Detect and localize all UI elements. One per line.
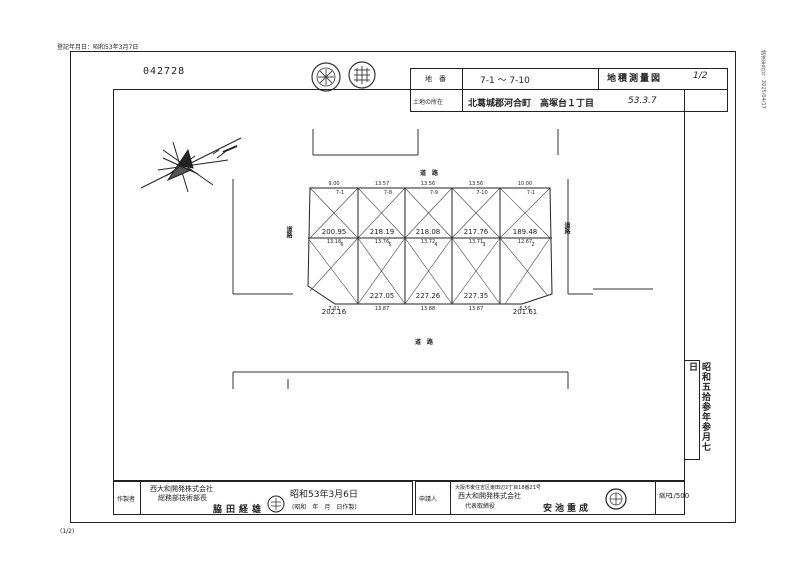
lot-area: 202.16 bbox=[322, 308, 347, 316]
maker-divider bbox=[140, 481, 141, 515]
dimension-top: 13.56 bbox=[421, 181, 435, 187]
applicant-label: 申請人 bbox=[419, 496, 438, 503]
outer-frame bbox=[70, 51, 736, 523]
lot-value: 7-1 〜 7-10 bbox=[480, 76, 530, 86]
request-date-note: 請求年月日：2025/04/17 bbox=[760, 50, 766, 109]
lot-id: 6 bbox=[340, 242, 343, 248]
seal-left bbox=[311, 62, 341, 92]
road-lines bbox=[232, 129, 653, 389]
dimension-top: 13.56 bbox=[469, 181, 483, 187]
lot-area: 218.08 bbox=[416, 228, 441, 236]
lot-area: 201.61 bbox=[513, 308, 538, 316]
road-label-right: 道路 bbox=[563, 222, 570, 234]
scale-label: 縮尺 bbox=[659, 493, 672, 500]
handwritten-date: 53.3.7 bbox=[628, 96, 657, 106]
lot-area: 200.95 bbox=[322, 228, 347, 236]
lot-id: 7-9 bbox=[430, 190, 438, 196]
serial-number: 042728 bbox=[143, 66, 186, 77]
dimension-mid: 13.71 bbox=[469, 239, 483, 245]
maker-block bbox=[113, 481, 413, 515]
lot-id: 7-1 bbox=[527, 190, 535, 196]
made-date: 昭和53年3月6日 bbox=[290, 490, 358, 500]
maker-seal-icon bbox=[267, 495, 285, 513]
maker-title: 総務部技術部長 bbox=[158, 494, 207, 502]
road-label-top: 道 路 bbox=[420, 170, 439, 177]
maker-company: 西大和開発株式会社 bbox=[150, 485, 213, 493]
applicant-name: 安池重成 bbox=[543, 504, 592, 514]
lot-id: 7-8 bbox=[384, 190, 392, 196]
seal-right bbox=[348, 61, 376, 89]
lot-area: 189.48 bbox=[513, 228, 538, 236]
dimension-top: 10.00 bbox=[518, 181, 532, 187]
made-date-sub: (昭和 年 月 日作製) bbox=[292, 504, 357, 511]
dimension-mid: 13.72 bbox=[421, 239, 435, 245]
lot-label: 地 番 bbox=[425, 75, 446, 83]
lot-id: 3 bbox=[482, 242, 485, 248]
official-seals bbox=[311, 61, 376, 92]
dimension-bottom: 13.88 bbox=[421, 306, 435, 312]
dimension-bottom: 13.87 bbox=[375, 306, 389, 312]
road-label-bottom: 道 路 bbox=[415, 339, 434, 346]
maker-label: 作製者 bbox=[117, 496, 136, 503]
applicant-block bbox=[415, 481, 685, 515]
dimension-mid: 13.76 bbox=[375, 239, 389, 245]
lot-id: 2 bbox=[531, 242, 534, 248]
lot-plan: 200.95 7-1 218.19 7-8 218.08 7-9 217.76 7-10 189… bbox=[307, 181, 553, 316]
lot-id: 4 bbox=[434, 242, 437, 248]
dimension-top: 9.00 bbox=[328, 181, 339, 187]
lot-id: 7-10 bbox=[476, 190, 487, 196]
title-block-vline2 bbox=[598, 68, 599, 89]
doc-page: 1/2 bbox=[693, 71, 708, 81]
applicant-seal-icon bbox=[605, 488, 627, 510]
title-block bbox=[410, 68, 728, 112]
scale-divider bbox=[655, 481, 656, 515]
lot-area: 227.35 bbox=[464, 292, 489, 300]
dimension-top: 13.57 bbox=[375, 181, 389, 187]
title-block-vline bbox=[462, 68, 463, 112]
date-stamp-text: 昭和五拾参年参月七日 bbox=[687, 362, 710, 452]
date-stamp-box bbox=[684, 360, 700, 460]
dimension-mid: 13.18 bbox=[327, 239, 341, 245]
location-value: 北葛城郡河合町 高塚台１丁目 bbox=[468, 99, 595, 109]
applicant-company: 西大和開発株式会社 bbox=[458, 492, 521, 500]
compass-icon bbox=[140, 137, 242, 193]
lot-area: 217.76 bbox=[464, 228, 489, 236]
dimension-bottom: 7.02 bbox=[328, 306, 339, 312]
dimension-bottom: 13.87 bbox=[469, 306, 483, 312]
applicant-title: 代表取締役 bbox=[465, 503, 496, 510]
drawing-frame bbox=[113, 89, 685, 481]
lot-area: 218.19 bbox=[370, 228, 395, 236]
dimension-mid: 12.67 bbox=[518, 239, 532, 245]
dimension-bottom: 6.50 bbox=[519, 306, 530, 312]
road-label-left: 道路 bbox=[285, 226, 292, 238]
lot-id: 7-1 bbox=[336, 190, 344, 196]
applicant-divider bbox=[450, 481, 451, 515]
scale-value: 1/500 bbox=[669, 492, 690, 500]
lot-area: 227.05 bbox=[370, 292, 395, 300]
page-indicator: (1/2) bbox=[60, 528, 75, 535]
doc-title: 地積測量図 bbox=[607, 74, 663, 84]
location-label: 土地の所在 bbox=[413, 99, 444, 106]
lot-id: 5 bbox=[388, 242, 391, 248]
registration-date: 登記年月日：昭和53年3月7日 bbox=[57, 44, 139, 51]
maker-name: 脇田経雄 bbox=[213, 505, 266, 515]
applicant-address: 大阪市東住吉区東田辺2丁目18番21号 bbox=[455, 485, 541, 491]
lot-area: 227.26 bbox=[416, 292, 441, 300]
